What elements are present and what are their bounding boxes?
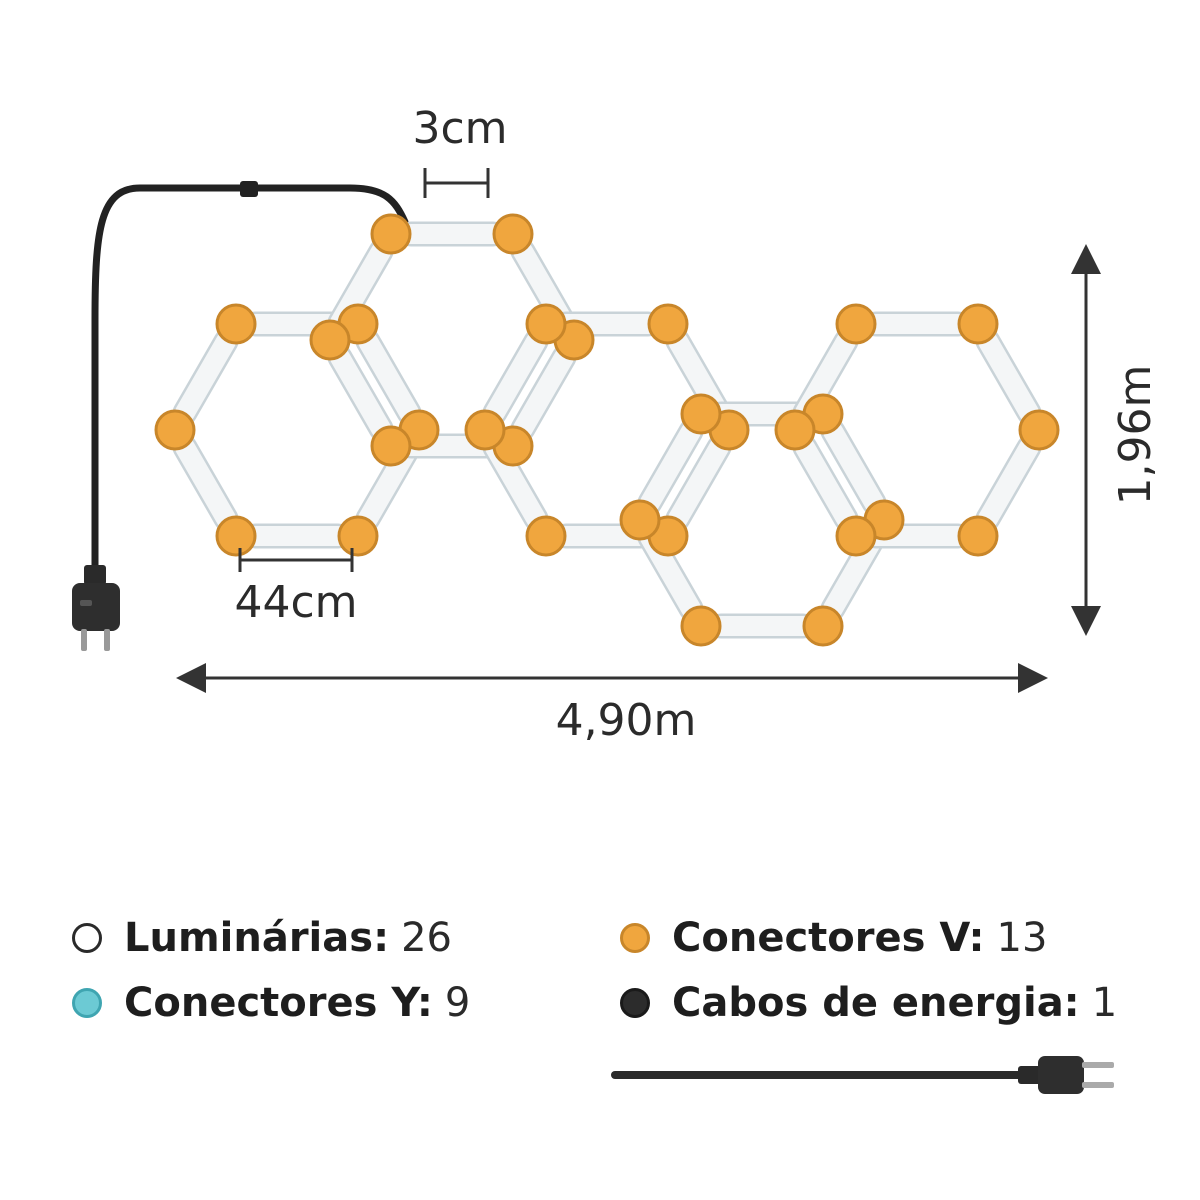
luminaire-tube (174, 437, 237, 529)
legend-cabos-value: 1 (1091, 980, 1118, 1026)
luminaire-tube (977, 437, 1040, 529)
v-connector (492, 213, 534, 255)
v-connector (835, 303, 877, 345)
spare-power-cable-icon (611, 1056, 1114, 1094)
luminaire-tube (174, 331, 237, 423)
power-cable (91, 184, 409, 579)
luminaire-tube (794, 437, 857, 529)
v-connector (215, 515, 257, 557)
v-connector-dot-icon (620, 923, 650, 953)
legend-conectores-v-label: Conectores V: (672, 915, 985, 961)
power-cable-dot-icon (620, 988, 650, 1018)
luminaire-tubes (172, 221, 1042, 639)
legend-conectores-y-label: Conectores Y: (124, 980, 433, 1026)
y-connector-dot-icon (72, 988, 102, 1018)
dimension-height-label: 1,96m (1110, 365, 1161, 506)
v-connector (337, 515, 379, 557)
v-connector (619, 499, 661, 541)
v-connector (647, 303, 689, 345)
v-connector (309, 319, 351, 361)
dimension-width: 4,90m (176, 663, 1048, 746)
v-connector (154, 409, 196, 451)
v-connector (957, 303, 999, 345)
v-connector (525, 515, 567, 557)
legend-conectores-v: Conectores V: 13 (620, 915, 1047, 961)
dimension-width-label: 4,90m (556, 695, 697, 746)
plug-icon (72, 565, 120, 651)
luminaire-tube (512, 347, 575, 439)
dimension-segment: 44cm (234, 548, 358, 628)
cable-clip (240, 181, 258, 197)
v-connector (370, 425, 412, 467)
connectors (154, 213, 1060, 647)
legend-conectores-v-value: 13 (996, 915, 1048, 961)
luminaire-tube (484, 331, 547, 423)
v-connector (957, 515, 999, 557)
dimension-gap-label: 3cm (412, 103, 507, 154)
legend-luminarias: Luminárias: 26 (72, 915, 452, 961)
v-connector (215, 303, 257, 345)
legend-conectores-y: Conectores Y: 9 (72, 980, 470, 1026)
v-connector (464, 409, 506, 451)
legend-conectores-y-value: 9 (444, 980, 471, 1026)
luminaire-tube (822, 421, 885, 513)
dimension-segment-label: 44cm (234, 577, 357, 628)
legend-cabos-label: Cabos de energia: (672, 980, 1080, 1026)
luminaire-tube (357, 331, 420, 423)
legend-luminarias-label: Luminárias: (124, 915, 390, 961)
luminaire-tube (329, 347, 392, 439)
v-connector (835, 515, 877, 557)
v-connector (680, 605, 722, 647)
dimension-height: 1,96m (1071, 244, 1161, 636)
v-connector (1018, 409, 1060, 451)
v-connector (680, 393, 722, 435)
luminaire-tube (639, 421, 702, 513)
v-connector (774, 409, 816, 451)
v-connector (525, 303, 567, 345)
v-connector (370, 213, 412, 255)
legend-cabos: Cabos de energia: 1 (620, 980, 1117, 1026)
legend-luminarias-value: 26 (401, 915, 452, 961)
dimension-gap: 3cm (412, 103, 508, 198)
luminaire-dot-icon (72, 923, 102, 953)
luminaire-tube (667, 437, 730, 529)
luminaire-tube (977, 331, 1040, 423)
v-connector (802, 605, 844, 647)
